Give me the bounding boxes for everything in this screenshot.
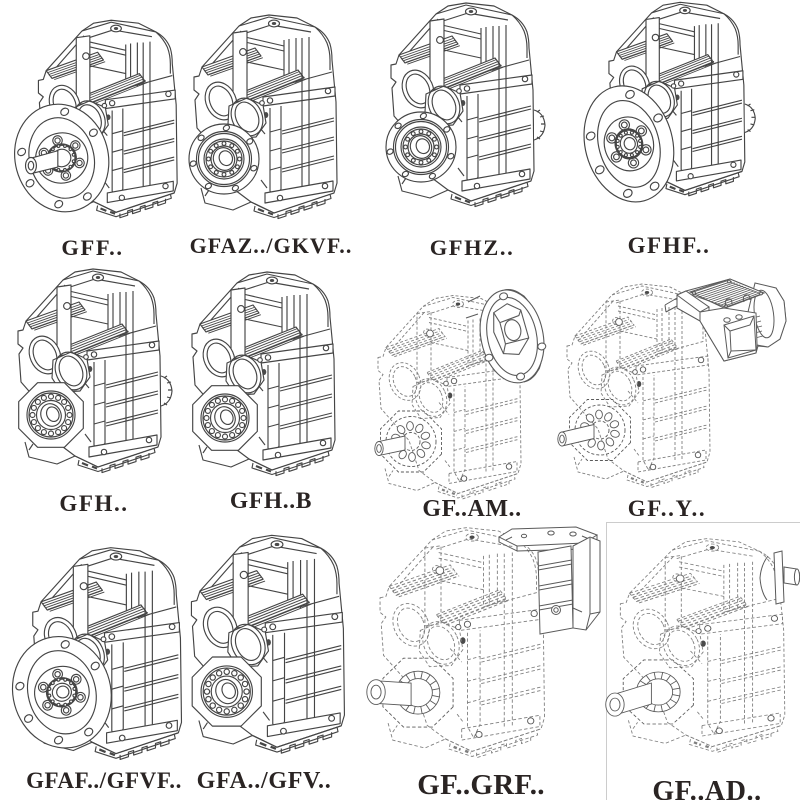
svg-text:GFA../GFV..: GFA../GFV.. bbox=[197, 768, 332, 794]
svg-text:GFHZ..: GFHZ.. bbox=[430, 235, 515, 260]
svg-text:GFAF../GFVF..: GFAF../GFVF.. bbox=[26, 768, 182, 793]
svg-text:GFH..: GFH.. bbox=[59, 491, 128, 516]
svg-text:GFF..: GFF.. bbox=[61, 235, 123, 260]
svg-text:GF..AD..: GF..AD.. bbox=[652, 776, 761, 800]
svg-text:GFH..B: GFH..B bbox=[230, 488, 312, 514]
svg-text:GF..Y..: GF..Y.. bbox=[628, 496, 707, 521]
svg-text:GFHF..: GFHF.. bbox=[628, 233, 711, 258]
svg-text:GF..GRF..: GF..GRF.. bbox=[417, 769, 544, 800]
svg-text:GF..AM..: GF..AM.. bbox=[422, 496, 521, 522]
svg-text:GFAZ../GKVF..: GFAZ../GKVF.. bbox=[190, 233, 353, 258]
